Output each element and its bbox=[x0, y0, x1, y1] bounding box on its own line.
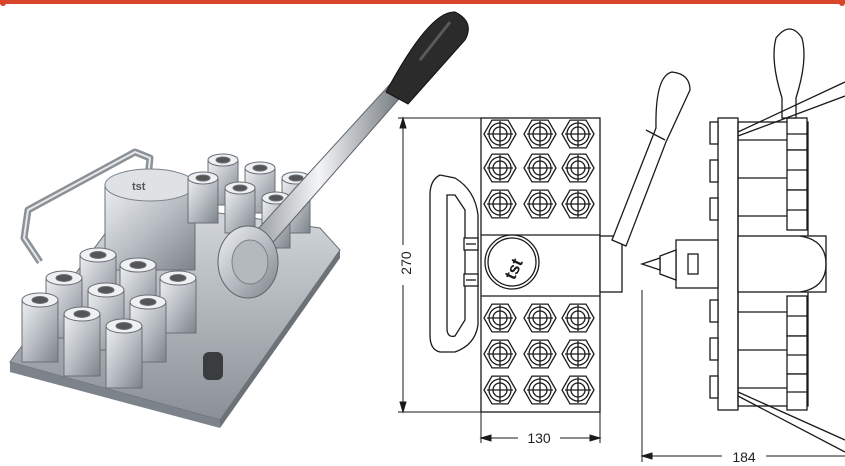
depth-dimension bbox=[640, 290, 845, 462]
fitting-port bbox=[561, 189, 595, 219]
depth-dimension-label: 184 bbox=[732, 449, 756, 465]
fitting-port bbox=[523, 119, 557, 149]
fitting-port bbox=[483, 375, 517, 405]
front-view-drawing bbox=[429, 71, 691, 413]
width-dimension-label: 130 bbox=[527, 430, 551, 446]
fitting-port bbox=[523, 339, 557, 369]
fitting-port bbox=[561, 119, 595, 149]
fitting-port bbox=[523, 303, 557, 333]
fitting-port bbox=[523, 375, 557, 405]
left-corner-dot bbox=[0, 0, 6, 6]
fitting-port bbox=[483, 153, 517, 183]
fitting-port bbox=[561, 303, 595, 333]
fitting-port bbox=[483, 303, 517, 333]
side-view-drawing bbox=[639, 28, 845, 453]
photo-logo: tst bbox=[132, 181, 146, 193]
right-corner-dot bbox=[839, 0, 845, 6]
width-dimension bbox=[479, 412, 602, 443]
height-dimension-label: 270 bbox=[398, 251, 414, 275]
fitting-port bbox=[561, 153, 595, 183]
fitting-port bbox=[523, 153, 557, 183]
fitting-port bbox=[483, 339, 517, 369]
fitting-port bbox=[561, 339, 595, 369]
fitting-port bbox=[523, 189, 557, 219]
fitting-port bbox=[483, 119, 517, 149]
fitting-port bbox=[561, 375, 595, 405]
fitting-port bbox=[483, 189, 517, 219]
product-photo: tst bbox=[9, 11, 469, 428]
top-accent-bar bbox=[0, 0, 845, 4]
height-dimension bbox=[398, 116, 481, 414]
